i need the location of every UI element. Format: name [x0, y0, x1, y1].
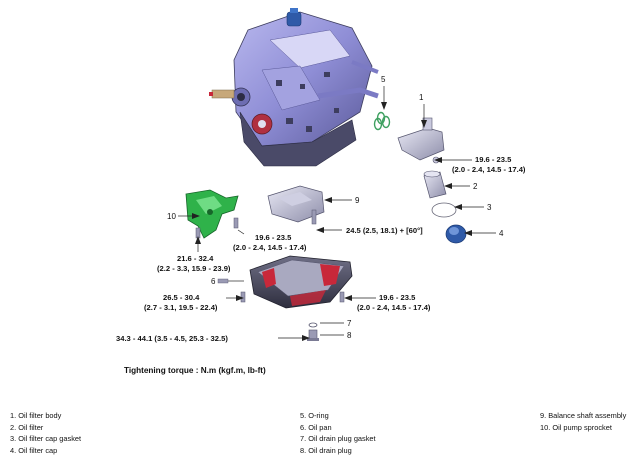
torque-oil-pan-left-nm: 26.5 - 30.4 [163, 293, 200, 302]
legend-column-2: 5. O-ring 6. Oil pan 7. Oil drain plug g… [300, 410, 376, 456]
callout-1: 1 [419, 93, 424, 102]
legend-item-5: 5. O-ring [300, 411, 329, 420]
engine-top-blue-cap [286, 8, 302, 27]
leader-torque-balance-shaft [316, 227, 342, 233]
callout-9: 9 [355, 196, 360, 205]
engine-assembly [209, 8, 379, 167]
callout-10: 10 [167, 212, 176, 221]
engine-details [276, 72, 339, 132]
oil-filter-body-part [397, 117, 445, 164]
callout-4: 4 [499, 229, 504, 238]
oil-pan-bolt-right [339, 291, 345, 303]
leader-torque-sprocket-left [195, 236, 201, 252]
legend-item-4: 4. Oil filter cap [10, 445, 58, 455]
leader-torque-sprocket-right [237, 229, 245, 235]
oil-pump-sprocket-part [185, 189, 239, 239]
leader-torque-oil-pan-right [344, 295, 376, 301]
leader-6 [217, 278, 244, 284]
legend-item-3: 3. Oil filter cap gasket [10, 434, 82, 443]
leader-3 [454, 204, 484, 210]
oil-pan-part [249, 255, 353, 309]
engine-left-stub [209, 89, 235, 99]
engine-right-pipes [317, 60, 379, 99]
callout-7: 7 [347, 319, 352, 328]
leader-torque-filter-body [434, 157, 472, 163]
leader-10 [178, 213, 200, 219]
torque-oil-pan-left-detail: (2.7 - 3.1, 19.5 - 22.4) [144, 303, 218, 312]
callout-2: 2 [473, 182, 478, 191]
oil-system-diagram: 5 1 19.6 - 23.5 (2.0 - 2.4, 14.5 - 17.4)… [116, 8, 526, 343]
callout-8: 8 [347, 331, 352, 340]
leader-1 [421, 104, 427, 128]
torque-drain-plug: 34.3 - 44.1 (3.5 - 4.5, 25.3 - 32.5) [116, 334, 228, 343]
callout-5: 5 [381, 75, 386, 84]
torque-filter-body-detail: (2.0 - 2.4, 14.5 - 17.4) [452, 165, 526, 174]
torque-filter-body-nm: 19.6 - 23.5 [475, 155, 512, 164]
callout-6: 6 [211, 277, 216, 286]
leader-5 [381, 86, 387, 110]
torque-sprocket-right-nm: 19.6 - 23.5 [255, 233, 292, 242]
legend-item-8: 8. Oil drain plug [300, 445, 352, 455]
oil-pan-bolt-left [240, 291, 246, 303]
legend-item-6: 6. Oil pan [300, 422, 332, 432]
callout-3: 3 [487, 203, 492, 212]
legend-column-1: 1. Oil filter body 2. Oil filter 3. Oil … [10, 410, 81, 456]
torque-sprocket-left-nm: 21.6 - 32.4 [177, 254, 214, 263]
oil-filter-part [423, 170, 447, 199]
oil-drain-plug-gasket-part [308, 322, 318, 328]
balance-shaft-assembly-part [267, 185, 325, 225]
legend-item-9: 9. Balance shaft assembly [540, 411, 627, 420]
sprocket-bolt-right [233, 217, 239, 229]
legend-item-2: 2. Oil filter [10, 422, 44, 432]
torque-sprocket-left-detail: (2.2 - 3.3, 15.9 - 23.9) [157, 264, 231, 273]
torque-oil-pan-right-nm: 19.6 - 23.5 [379, 293, 416, 302]
torque-oil-pan-right-detail: (2.0 - 2.4, 14.5 - 17.4) [357, 303, 431, 312]
torque-sprocket-right-detail: (2.0 - 2.4, 14.5 - 17.4) [233, 243, 307, 252]
leader-2 [444, 183, 470, 189]
legend-item-1: 1. Oil filter body [10, 411, 62, 420]
leader-torque-drain-plug [278, 335, 310, 341]
leader-9 [324, 197, 352, 203]
engine-pulleys [231, 87, 273, 135]
legend-item-7: 7. Oil drain plug gasket [300, 434, 376, 443]
legend-column-3: 9. Balance shaft assembly 10. Oil pump s… [540, 410, 626, 433]
legend-item-10: 10. Oil pump sprocket [540, 422, 612, 432]
leader-4 [464, 230, 496, 236]
oil-drain-plug-part [307, 329, 319, 341]
tightening-torque-note: Tightening torque : N.m (kgf.m, lb-ft) [124, 366, 266, 375]
oil-filter-cap-part [445, 224, 467, 244]
o-ring-part [373, 111, 391, 131]
leader-torque-oil-pan-left [226, 295, 244, 301]
oil-filter-cap-gasket-part [431, 202, 457, 218]
torque-balance-shaft: 24.5 (2.5, 18.1) + [60°] [346, 226, 423, 235]
